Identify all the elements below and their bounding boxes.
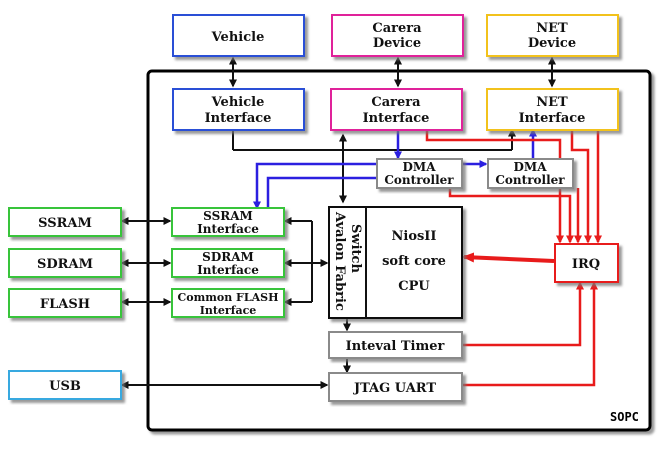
irq-to-cpu [462, 252, 555, 263]
block-usb: USB [8, 370, 122, 400]
irq-line-dma1 [448, 188, 574, 244]
block-avalon-switch-cpu: Avalon Fabric Switch NiosII soft core CP… [328, 206, 463, 319]
svg-text:NiosII: NiosII [392, 229, 437, 244]
dma-link-sdram [266, 176, 376, 208]
svg-text:SSRAM: SSRAM [203, 209, 253, 223]
svg-text:JTAG UART: JTAG UART [353, 381, 436, 396]
irq-line-timer [462, 281, 584, 347]
block-dma-controller-1: DMA Controller [376, 158, 463, 189]
block-carera-device: Carera Device [331, 14, 464, 57]
dma-link-ssram [253, 162, 376, 210]
svg-text:Interface: Interface [363, 111, 430, 126]
svg-text:USB: USB [49, 379, 81, 394]
svg-text:Controller: Controller [384, 173, 454, 187]
svg-text:CPU: CPU [398, 279, 430, 294]
svg-text:Interface: Interface [519, 111, 586, 126]
block-vehicle: Vehicle [172, 14, 305, 57]
svg-text:DMA: DMA [514, 160, 548, 174]
svg-text:Common FLASH: Common FLASH [178, 291, 279, 304]
sopc-label: SOPC [610, 410, 639, 424]
svg-text:SSRAM: SSRAM [38, 216, 92, 231]
block-flash: FLASH [8, 288, 122, 318]
svg-text:IRQ: IRQ [572, 257, 600, 272]
svg-text:Interface: Interface [205, 111, 272, 126]
svg-text:DMA: DMA [403, 160, 437, 174]
block-dma-controller-2: DMA Controller [487, 158, 574, 189]
block-vehicle-interface: Vehicle Interface [172, 88, 305, 131]
svg-text:SDRAM: SDRAM [37, 257, 93, 272]
block-irq: IRQ [554, 243, 619, 283]
svg-text:Device: Device [528, 36, 576, 51]
block-jtag-uart: JTAG UART [328, 372, 463, 402]
block-sdram: SDRAM [8, 248, 122, 278]
block-ssram-interface: SSRAM Interface [171, 207, 285, 237]
block-avalon-switch: Avalon Fabric Switch [332, 211, 363, 311]
svg-text:SDRAM: SDRAM [202, 250, 254, 264]
block-carera-interface: Carera Interface [330, 88, 463, 131]
svg-text:FLASH: FLASH [40, 297, 90, 312]
svg-text:Inteval Timer: Inteval Timer [346, 339, 445, 354]
svg-text:Interface: Interface [197, 222, 259, 236]
svg-text:Carera: Carera [372, 21, 422, 36]
irq-line-jtag [462, 281, 598, 387]
svg-text:Device: Device [373, 36, 421, 51]
svg-text:Avalon Fabric: Avalon Fabric [332, 211, 347, 311]
block-ssram: SSRAM [8, 207, 122, 237]
svg-text:Carera: Carera [371, 95, 421, 110]
svg-text:Vehicle: Vehicle [211, 30, 265, 45]
svg-text:Controller: Controller [495, 173, 565, 187]
irq-line-carera [425, 130, 564, 244]
block-sdram-interface: SDRAM Interface [171, 248, 285, 278]
block-common-flash-interface: Common FLASH Interface [171, 288, 285, 318]
svg-text:Interface: Interface [200, 304, 257, 317]
svg-text:Interface: Interface [197, 263, 259, 277]
svg-text:NET: NET [536, 95, 568, 110]
block-net-device: NET Device [486, 14, 619, 57]
svg-text:Vehicle: Vehicle [211, 95, 265, 110]
block-nios-cpu: NiosII soft core CPU [382, 229, 446, 294]
block-interval-timer: Inteval Timer [328, 331, 463, 359]
block-net-interface: NET Interface [486, 88, 619, 131]
svg-text:NET: NET [536, 21, 568, 36]
svg-text:Switch: Switch [348, 224, 363, 273]
svg-text:soft core: soft core [382, 254, 446, 269]
irq-line-net-a [570, 130, 592, 244]
